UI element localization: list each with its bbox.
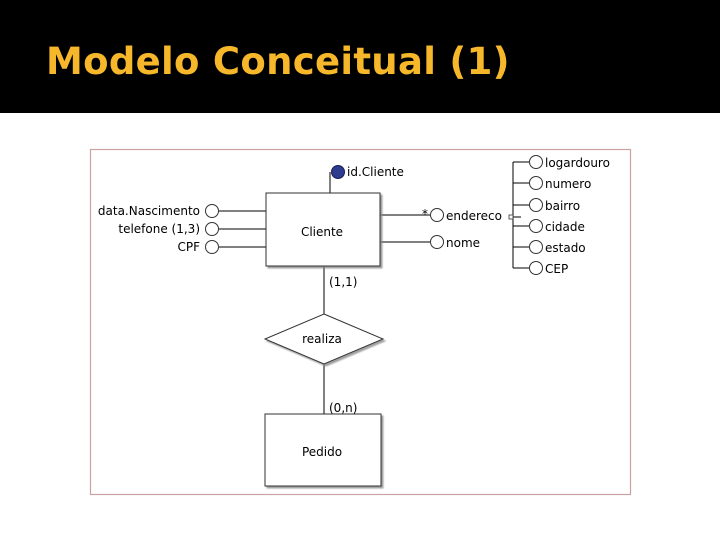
attribute-estado: estado bbox=[545, 241, 586, 255]
attribute-marker bbox=[529, 240, 543, 254]
entity-cliente-label: Cliente bbox=[301, 225, 343, 239]
attribute-data-nascimento: data.Nascimento bbox=[98, 204, 200, 218]
composite-connector bbox=[508, 214, 514, 220]
attribute-cep: CEP bbox=[545, 262, 568, 276]
cardinality-cliente: (1,1) bbox=[329, 275, 357, 289]
relationship-realiza-shape bbox=[263, 313, 385, 365]
connector-lines bbox=[219, 161, 529, 414]
identifier-attribute-marker bbox=[331, 165, 345, 179]
attribute-marker bbox=[529, 198, 543, 212]
slide-title: Modelo Conceitual (1) bbox=[46, 40, 510, 83]
attribute-bairro: bairro bbox=[545, 199, 580, 213]
attribute-cidade: cidade bbox=[545, 220, 585, 234]
relationship-realiza-label: realiza bbox=[302, 332, 342, 346]
attribute-cpf: CPF bbox=[177, 240, 200, 254]
title-bar: Modelo Conceitual (1) bbox=[0, 0, 720, 113]
attribute-marker bbox=[205, 222, 219, 236]
attribute-telefone: telefone (1,3) bbox=[118, 222, 200, 236]
entity-pedido-box bbox=[264, 413, 382, 487]
attribute-marker bbox=[205, 204, 219, 218]
entity-pedido-label: Pedido bbox=[302, 445, 342, 459]
attribute-nome: nome bbox=[446, 236, 480, 250]
attribute-marker bbox=[430, 208, 444, 222]
attribute-marker bbox=[529, 219, 543, 233]
multivalued-marker: * bbox=[422, 207, 428, 221]
cardinality-pedido: (0,n) bbox=[329, 401, 357, 415]
attribute-marker bbox=[430, 235, 444, 249]
attribute-numero: numero bbox=[545, 177, 591, 191]
attribute-marker bbox=[529, 261, 543, 275]
attribute-marker bbox=[529, 155, 543, 169]
attribute-id-cliente: id.Cliente bbox=[347, 165, 404, 179]
entity-cliente-box bbox=[265, 192, 381, 267]
attribute-endereco: endereco bbox=[446, 209, 502, 223]
attribute-marker bbox=[529, 176, 543, 190]
attribute-logardouro: logardouro bbox=[545, 156, 610, 170]
attribute-marker bbox=[205, 240, 219, 254]
